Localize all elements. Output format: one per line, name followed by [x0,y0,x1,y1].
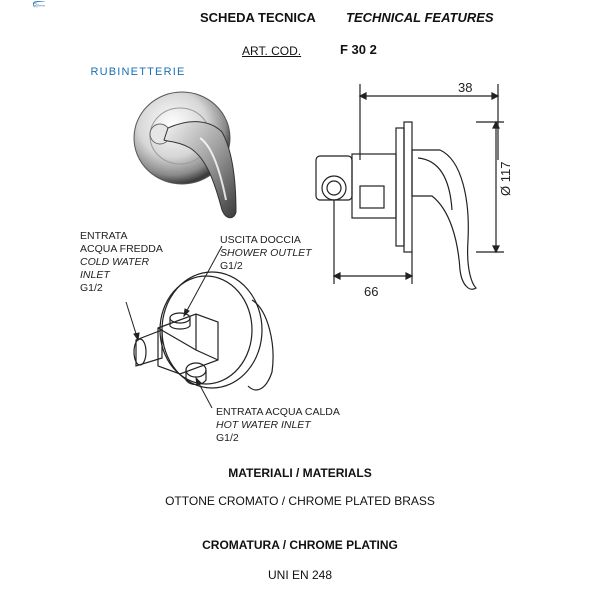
logo-swoosh [32,1,46,8]
art-code-value: F 30 2 [340,42,377,57]
logo-wordmark: Remer [37,4,45,8]
label-shower-outlet: USCITA DOCCIA SHOWER OUTLET G1/2 [220,234,312,273]
dimension-diameter: Ø 117 [498,161,513,196]
cold-inlet-line5: G1/2 [80,282,103,294]
hot-inlet-line3: G1/2 [216,432,239,444]
cold-inlet-line4: INLET [80,269,110,281]
title-italian: SCHEDA TECNICA [200,10,316,25]
shower-outlet-line3: G1/2 [220,260,243,272]
hot-inlet-line1: ENTRATA ACQUA CALDA [216,406,340,418]
materials-value: OTTONE CROMATO / CHROME PLATED BRASS [165,494,435,508]
product-photo [133,91,237,219]
shower-outlet-line2: SHOWER OUTLET [220,247,312,259]
shower-outlet-line1: USCITA DOCCIA [220,234,301,246]
technical-drawings [125,84,504,409]
logo-subtitle: RUBINETTERIE [90,66,186,78]
label-cold-inlet: ENTRATA ACQUA FREDDA COLD WATER INLET G1… [80,230,163,295]
title-english: TECHNICAL FEATURES [346,10,494,25]
art-code-label: ART. COD. [242,44,302,58]
label-hot-inlet: ENTRATA ACQUA CALDA HOT WATER INLET G1/2 [216,406,340,445]
dimension-depth-bottom: 66 [364,284,379,299]
cold-inlet-line1: ENTRATA [80,230,128,242]
plating-value: UNI EN 248 [267,568,333,582]
hot-inlet-line2: HOT WATER INLET [216,419,311,431]
cold-inlet-line3: COLD WATER [80,256,150,268]
leader-lines [125,245,223,409]
side-view-drawing [315,84,504,290]
dimension-depth-top: 38 [458,80,473,95]
plating-title: CROMATURA / CHROME PLATING [202,538,398,552]
materials-title: MATERIALI / MATERIALS [228,466,372,480]
cold-inlet-line2: ACQUA FREDDA [80,243,163,255]
remer-logo: Remer [32,1,46,8]
